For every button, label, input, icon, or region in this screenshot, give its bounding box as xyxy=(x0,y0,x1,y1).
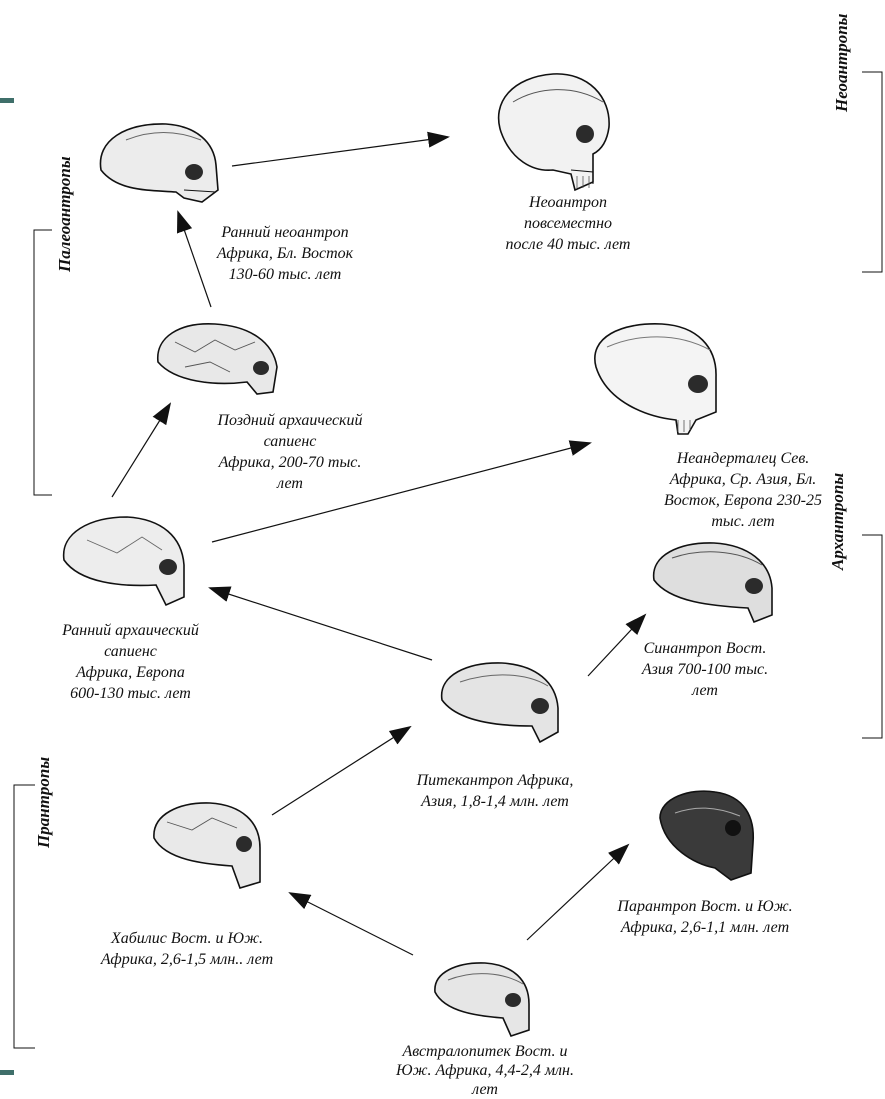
node-label-late-archaic-sapiens: Поздний архаический сапиенс Африка, 200-… xyxy=(175,410,405,494)
bracket-neoanthropes xyxy=(862,72,882,272)
node-label-sinanthropus: Синантроп Вост. Азия 700-100 тыс. лет xyxy=(600,638,810,701)
node-label-early-archaic-sapiens: Ранний архаический сапиенс Африка, Европ… xyxy=(18,620,243,704)
bracket-archanthropes xyxy=(862,535,882,738)
habilis-skull-icon xyxy=(154,803,260,888)
node-label-paranthropus: Парантроп Вост. и Юж. Африка, 2,6-1,1 мл… xyxy=(580,896,830,938)
group-label-paleoanthropes: Палеоантропы xyxy=(55,156,75,272)
early-neoanthrope-skull-icon xyxy=(100,124,218,202)
node-label-habilis: Хабилис Вост. и Юж. Африка, 2,6-1,5 млн.… xyxy=(62,928,312,970)
paranthropus-skull-icon xyxy=(660,791,753,880)
arrow-early-neo-to-neo xyxy=(232,137,448,166)
node-label-pithecanthropus: Питекантроп Африка, Азия, 1,8-1,4 млн. л… xyxy=(380,770,610,812)
node-label-early-neoanthrope: Ранний неоантроп Африка, Бл. Восток 130-… xyxy=(180,222,390,285)
group-label-neoanthropes: Неоантропы xyxy=(832,14,852,112)
bracket-paleoanthropes xyxy=(34,230,52,495)
australopithecus-skull-icon xyxy=(435,963,529,1036)
neoanthrope-skull-icon xyxy=(499,74,610,190)
arrow-pithecanthropus-to-early-archaic xyxy=(210,588,432,660)
bracket-preanthropes xyxy=(14,785,35,1048)
arrow-early-archaic-to-late-archaic xyxy=(112,404,170,497)
early-archaic-skull-icon xyxy=(64,517,184,605)
neanderthal-skull-icon xyxy=(595,324,716,434)
group-label-preanthropes: Прантропы xyxy=(34,757,54,848)
node-label-australopithecus: Австралопитек Вост. и Юж. Африка, 4,4-2,… xyxy=(350,1042,620,1099)
late-archaic-skull-icon xyxy=(158,324,277,394)
pithecanthropus-skull-icon xyxy=(442,663,558,742)
sinanthropus-skull-icon xyxy=(654,543,772,622)
node-label-neoanthrope: Неоантроп повсеместно после 40 тыс. лет xyxy=(463,192,673,255)
node-label-neanderthal: Неандерталец Сев. Африка, Ср. Азия, Бл. … xyxy=(628,448,858,532)
